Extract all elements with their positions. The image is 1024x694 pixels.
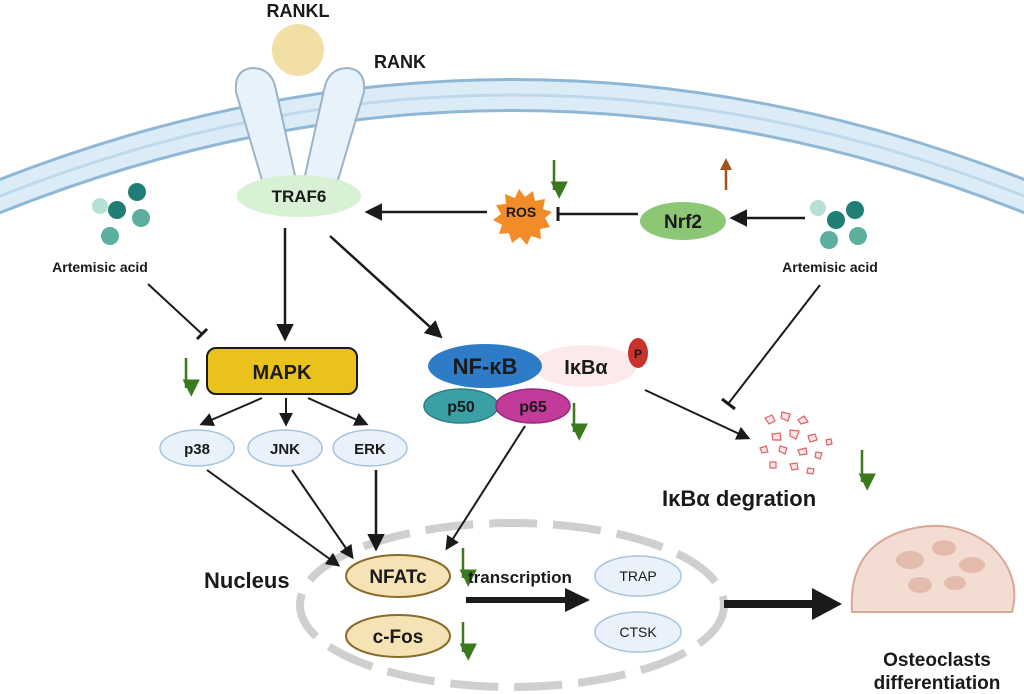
phospho-label: P <box>634 347 642 361</box>
erk-label: ERK <box>354 441 386 458</box>
traf6-node <box>237 175 361 217</box>
ros-label: ROS <box>506 204 536 220</box>
artemisic-acid-left-icon <box>92 183 150 245</box>
cfos-node <box>345 614 451 658</box>
trap-label: TRAP <box>619 568 656 584</box>
ikba-fragments-icon <box>759 411 833 475</box>
p65-node <box>495 388 571 424</box>
phospho-node <box>628 338 648 368</box>
osteoclasts-label-line2: differentiation <box>874 673 1001 694</box>
jnk-label: JNK <box>270 441 300 458</box>
p38-label: p38 <box>184 441 210 458</box>
nucleus-envelope <box>296 519 728 691</box>
inhibit-nrf2-to-ros <box>556 207 638 221</box>
ikba-degradation-label: IκBα degration <box>662 486 816 511</box>
rankl-ligand <box>272 24 324 76</box>
nrf2-up-arrow <box>720 158 732 190</box>
nfkb-node <box>428 344 542 388</box>
ctsk-label: CTSK <box>619 624 657 640</box>
arrow-mapk-to-erk <box>307 397 369 426</box>
nrf2-node <box>640 202 726 240</box>
jnk-node <box>247 429 323 467</box>
arrow-ikba-to-degradation <box>644 389 751 440</box>
nucleus-label: Nucleus <box>204 568 290 593</box>
rank-label: RANK <box>374 52 426 72</box>
p65-label: p65 <box>519 399 547 416</box>
inhibit-artemisic-to-degradation <box>721 284 821 411</box>
ikba-label: IκBα <box>564 357 608 379</box>
ctsk-node <box>594 611 682 653</box>
arrow-jnk-to-nfatc <box>291 469 354 560</box>
artemisic-acid-left-label: Artemisic acid <box>52 259 148 275</box>
traf6-label: TRAF6 <box>272 187 327 206</box>
transcription-label: transcription <box>468 568 572 587</box>
osteoclast-cell-icon <box>850 524 1016 613</box>
arrow-mapk-to-p38 <box>199 397 263 426</box>
osteoclasts-label-line1: Osteoclasts <box>883 650 991 671</box>
p38-node <box>159 429 235 467</box>
ikba-node <box>533 345 637 387</box>
inhibit-artemisic-to-mapk <box>147 283 209 341</box>
mapk-label: MAPK <box>253 362 312 384</box>
arrow-to-osteoclast <box>724 588 842 620</box>
rank-receptor <box>234 66 366 181</box>
cfos-label: c-Fos <box>373 627 424 648</box>
artemisic-acid-right-icon <box>810 200 867 249</box>
arrow-traf6-to-nfkb <box>329 235 443 339</box>
p50-label: p50 <box>447 399 475 416</box>
nfatc-label: NFATc <box>369 567 427 588</box>
arrow-p38-to-nfatc <box>206 469 341 567</box>
transcription-arrow <box>466 588 590 612</box>
nrf2-label: Nrf2 <box>664 212 702 233</box>
rankl-label: RANKL <box>267 1 330 21</box>
trap-node <box>594 555 682 597</box>
cell-membrane <box>0 78 1024 215</box>
nfkb-label: NF-κB <box>453 354 518 379</box>
erk-node <box>332 429 408 467</box>
mapk-node <box>206 347 358 395</box>
ros-node <box>493 189 552 245</box>
artemisic-acid-right-label: Artemisic acid <box>782 259 878 275</box>
nfatc-node <box>345 554 451 598</box>
arrow-p65-to-nfatc <box>445 425 526 551</box>
